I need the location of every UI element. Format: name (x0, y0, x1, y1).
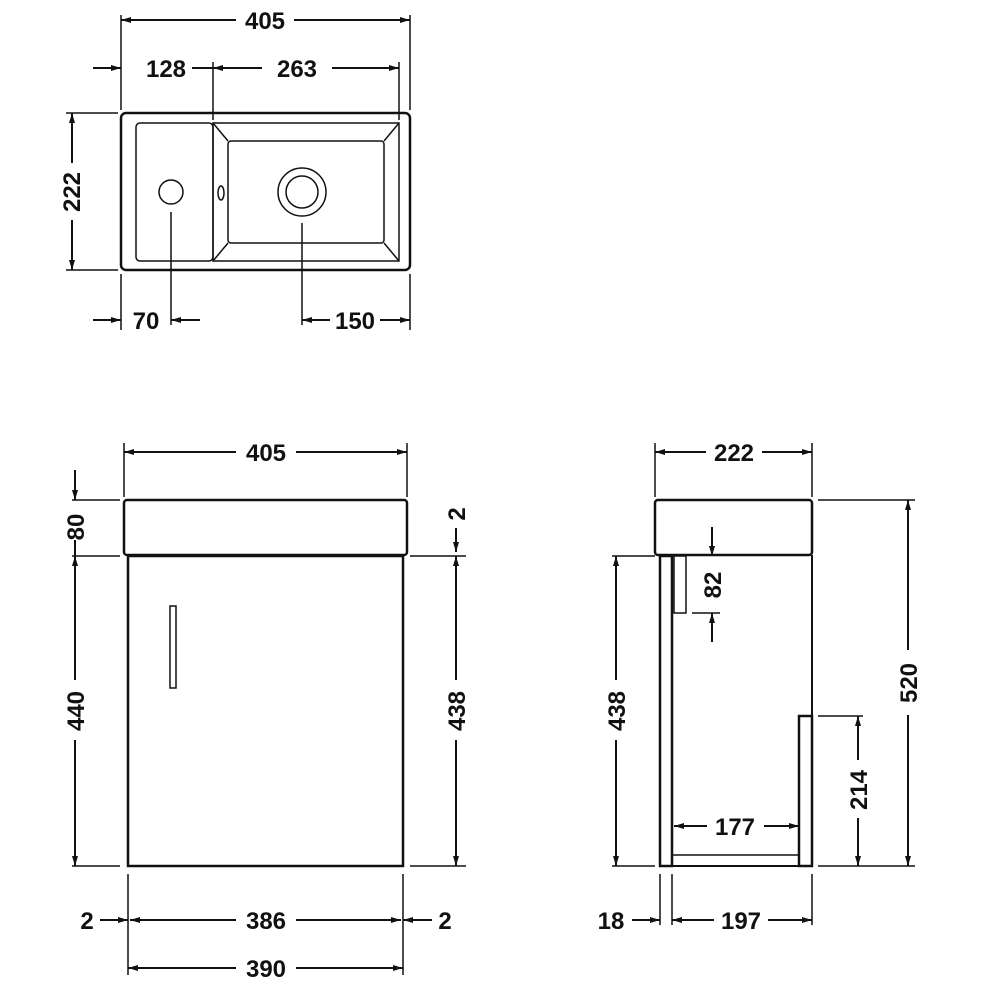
side-carcass-depth-label: 197 (721, 908, 761, 935)
tap-hole-icon (158, 179, 184, 205)
overflow-icon (217, 185, 225, 201)
front-cabinet-door (126, 554, 405, 868)
plan-overall-width-label: 405 (245, 8, 285, 35)
front-side-gap-left-label: 2 (80, 908, 93, 935)
side-overall-height-label: 520 (896, 663, 923, 703)
side-inner-panel (673, 555, 687, 614)
side-shelf-depth-label: 177 (715, 814, 755, 841)
front-view: 405 80 440 2 438 2 386 2 390 (63, 440, 471, 983)
side-cabinet-height-label: 438 (604, 691, 631, 731)
bowl-outer (212, 122, 400, 262)
bowl-inner (227, 140, 385, 244)
side-view: 222 82 438 520 214 177 18 197 (598, 440, 923, 935)
front-basin-height-label: 80 (63, 514, 90, 541)
plan-tap-offset-label: 70 (133, 308, 160, 335)
side-basin (653, 498, 814, 557)
plan-view: 405 128 263 222 70 150 (59, 8, 412, 335)
waste-outer-icon (277, 167, 327, 217)
front-cabinet-height-left-label: 440 (63, 691, 90, 731)
side-back-panel (797, 714, 814, 868)
side-back-panel-height-label: 214 (846, 769, 873, 810)
plan-basin-width-label: 263 (277, 56, 317, 83)
side-inner-panel-height-label: 82 (700, 572, 727, 599)
front-top-gap-label: 2 (444, 507, 471, 520)
side-overall-depth-label: 222 (714, 440, 754, 467)
side-door-panel (658, 554, 674, 868)
side-base-shelf (671, 854, 800, 867)
front-side-gap-right-label: 2 (438, 908, 451, 935)
plan-depth-label: 222 (59, 172, 86, 212)
side-door-thickness-label: 18 (598, 908, 625, 935)
front-door-width-label: 386 (246, 908, 286, 935)
front-cabinet-width-label: 390 (246, 956, 286, 983)
front-overall-width-label: 405 (246, 440, 286, 467)
front-basin (122, 498, 409, 557)
plan-left-section-label: 128 (146, 56, 186, 83)
plan-waste-offset-label: 150 (335, 308, 375, 335)
basin-outline (119, 111, 412, 272)
waste-inner-icon (285, 175, 319, 209)
door-handle-icon (169, 605, 177, 689)
front-cabinet-height-right-label: 438 (444, 691, 471, 731)
